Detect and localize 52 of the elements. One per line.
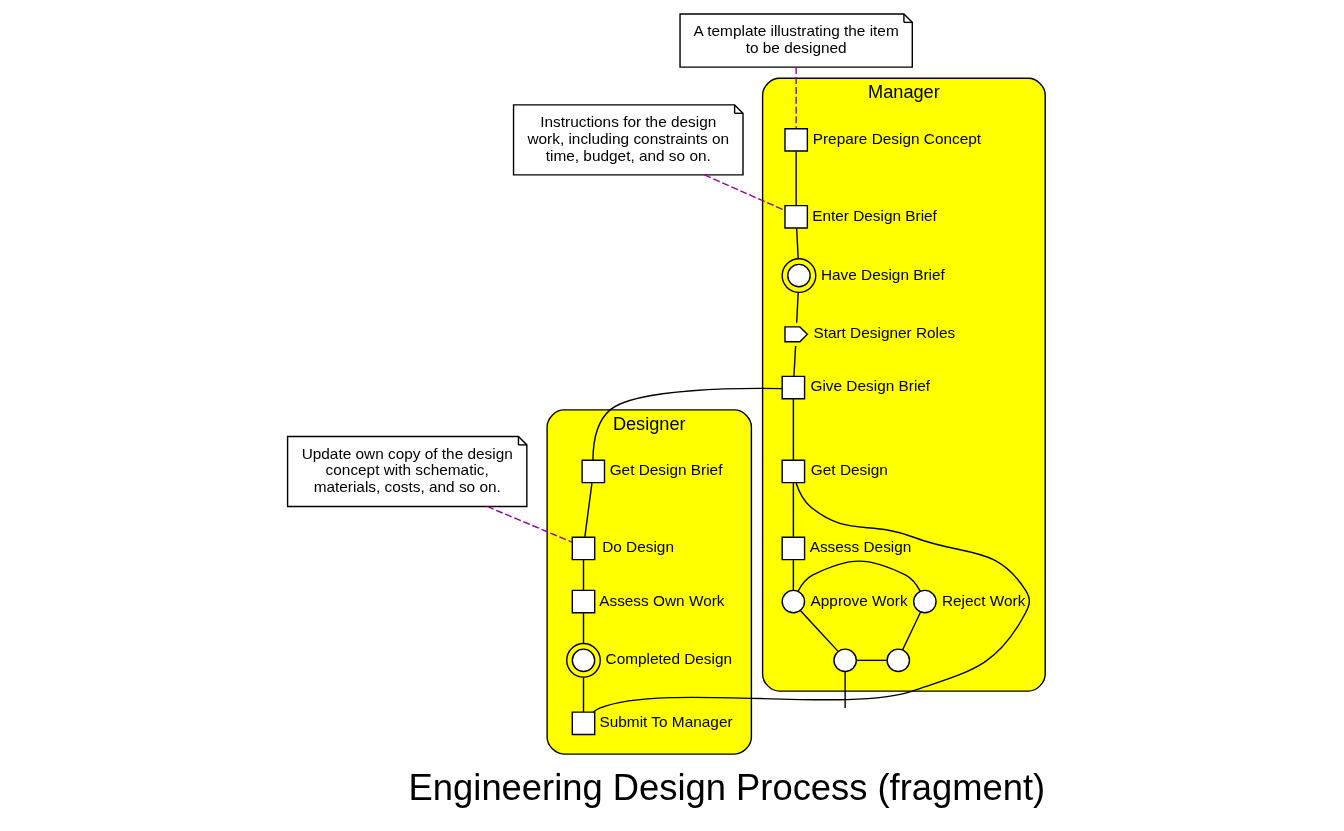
- connector: [486, 505, 573, 543]
- node-label: Give Design Brief: [810, 377, 931, 395]
- node-box: [781, 536, 806, 561]
- connector: [584, 482, 593, 538]
- node-label: Assess Design: [809, 538, 912, 556]
- node-pentagon: [784, 326, 809, 343]
- connector: [796, 292, 799, 324]
- node-box: [781, 459, 806, 484]
- node-label: Do Design: [602, 538, 674, 556]
- node-box: [784, 204, 809, 229]
- node-label: Assess Own Work: [599, 591, 725, 609]
- connector: [795, 150, 797, 206]
- connector: [582, 676, 585, 713]
- node-label: Approve Work: [810, 591, 908, 609]
- connector: [703, 174, 786, 212]
- node-box: [581, 459, 606, 484]
- node-circle: [781, 589, 806, 614]
- connector: [799, 610, 839, 652]
- node-circle: [886, 648, 911, 673]
- node-label: Submit To Manager: [599, 713, 733, 731]
- node-label: Completed Design: [605, 650, 733, 668]
- connector: [582, 559, 585, 591]
- connector: [844, 670, 846, 709]
- node-label: Get Design Brief: [609, 461, 723, 479]
- connector: [797, 560, 921, 592]
- node-label: Start Designer Roles: [813, 324, 956, 342]
- node-box: [571, 711, 596, 736]
- node-label: Get Design: [810, 461, 888, 479]
- connector: [792, 398, 795, 461]
- node-circle: [913, 589, 937, 614]
- node-label: Reject Work: [941, 591, 1026, 609]
- connector: [901, 611, 922, 651]
- connector: [793, 345, 797, 377]
- diagram-title: Engineering Design Process (fragment): [408, 766, 1046, 808]
- node-box: [784, 128, 809, 152]
- node-label: Enter Design Brief: [812, 206, 937, 224]
- node-label: Have Design Brief: [820, 265, 945, 283]
- node-box: [781, 375, 806, 400]
- connector: [855, 659, 888, 662]
- connector: [592, 387, 783, 461]
- node-label: Prepare Design Concept: [812, 129, 982, 147]
- node-box: [571, 536, 596, 561]
- connector: [792, 559, 795, 591]
- node-box: [571, 589, 596, 614]
- connector: [582, 612, 585, 645]
- node-circle: [566, 642, 601, 678]
- node-circle: [781, 258, 817, 294]
- connector: [592, 482, 1031, 713]
- connector: [795, 66, 797, 129]
- connector: [792, 482, 795, 538]
- node-circle: [833, 648, 858, 673]
- connector: [796, 227, 799, 260]
